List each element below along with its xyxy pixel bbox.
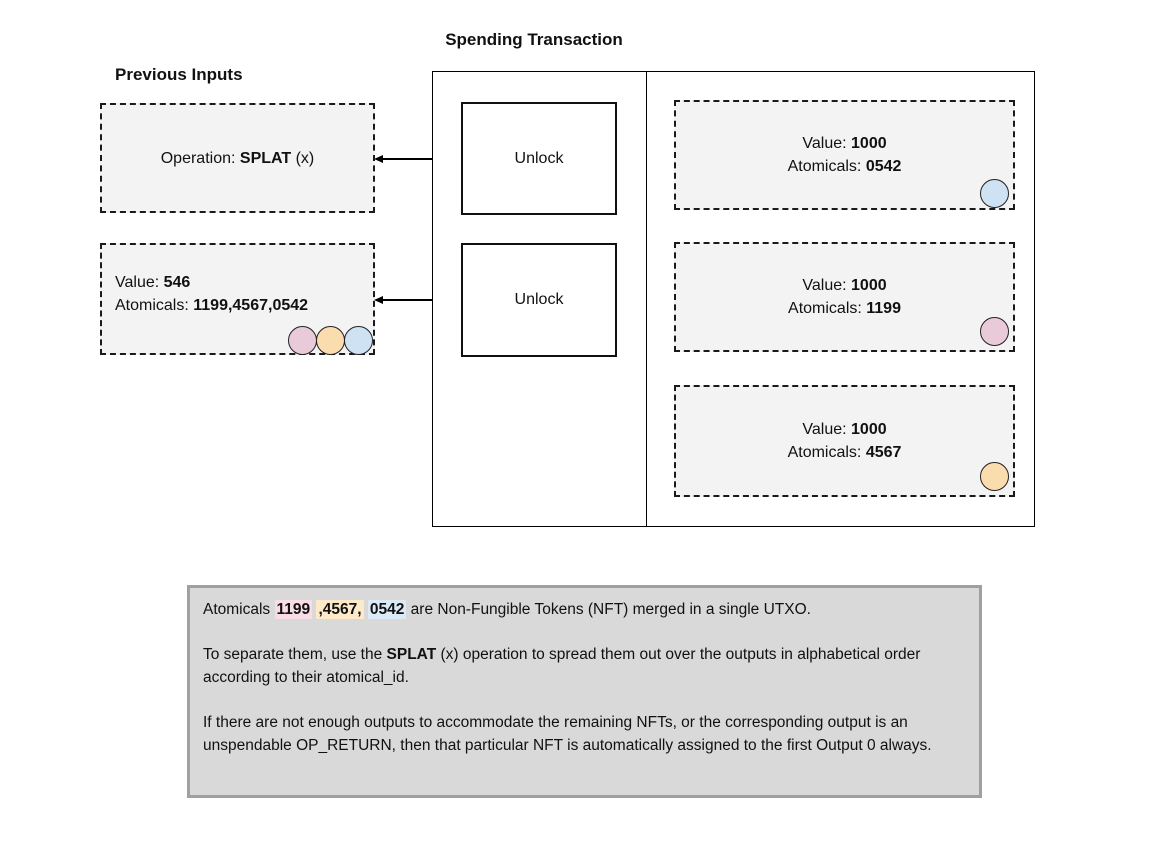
atomicals-numbers: 1199,4567,0542 <box>193 297 309 314</box>
output-box-1: Value: 1000 Atomicals: 0542 <box>674 100 1015 210</box>
note-paragraph-1: Atomicals 1199 ,4567, 0542 are Non-Fungi… <box>203 598 966 621</box>
output-box-3: Value: 1000 Atomicals: 4567 <box>674 385 1015 497</box>
atomicals-label: Atomicals: <box>115 297 194 314</box>
unlock-box-1: Unlock <box>461 102 617 215</box>
output-atomicals-line: Atomicals: 4567 <box>788 441 902 464</box>
atomical-0542-highlight: 0542 <box>367 600 407 619</box>
atomicals-label: Atomicals: <box>787 158 866 175</box>
atomicals-label: Atomicals: <box>787 444 866 461</box>
atomicals-number: 1199 <box>866 300 901 317</box>
note-box: Atomicals 1199 ,4567, 0542 are Non-Fungi… <box>187 585 982 798</box>
atomical-4567-highlight: ,4567, <box>316 600 364 619</box>
atomical-1199-highlight: 1199 <box>274 600 313 619</box>
atomical-4567-dot-icon <box>316 326 345 355</box>
output-value-line: Value: 1000 <box>788 418 902 441</box>
arrow-line <box>380 158 461 160</box>
operation-suffix: (x) <box>291 149 315 167</box>
arrow-head-icon <box>374 154 383 163</box>
input-value-text: Value: 546 Atomicals: 1199,4567,0542 <box>115 271 308 317</box>
output-box-2: Value: 1000 Atomicals: 1199 <box>674 242 1015 352</box>
diagram-title: Spending Transaction <box>445 30 623 49</box>
note-text: (x) operation to spread them out over th… <box>203 646 921 686</box>
note-text: are Non-Fungible Tokens (NFT) merged in … <box>406 601 811 618</box>
value-number: 1000 <box>851 135 887 152</box>
output-value-line: Value: 1000 <box>788 132 902 155</box>
value-number: 1000 <box>851 421 887 438</box>
splat-operation-text: SPLAT <box>386 646 437 663</box>
input-operation-box: Operation: SPLAT (x) <box>100 103 375 213</box>
atomical-0542-dot-icon <box>344 326 373 355</box>
output-text: Value: 1000 Atomicals: 1199 <box>788 274 901 320</box>
unlock-label: Unlock <box>514 149 564 167</box>
atomicals-number: 4567 <box>865 444 902 461</box>
operation-name: SPLAT <box>239 149 292 167</box>
arrow-head-icon <box>374 295 383 304</box>
value-number: 1000 <box>851 277 887 294</box>
atomicals-number: 0542 <box>865 158 902 175</box>
output-value-line: Value: 1000 <box>788 274 901 297</box>
note-text: To separate them, use the <box>203 646 387 663</box>
output-text: Value: 1000 Atomicals: 4567 <box>788 418 902 464</box>
operation-prefix: Operation: <box>160 149 240 167</box>
atomical-1199-dot-icon <box>980 317 1009 346</box>
value-label: Value: <box>802 277 852 294</box>
input-atomicals-line: Atomicals: 1199,4567,0542 <box>115 294 308 317</box>
note-paragraph-3: If there are not enough outputs to accom… <box>203 714 932 754</box>
output-atomicals-line: Atomicals: 1199 <box>788 297 901 320</box>
value-label: Value: <box>802 135 852 152</box>
output-atomicals-line: Atomicals: 0542 <box>788 155 902 178</box>
note-paragraph-2: To separate them, use the SPLAT (x) oper… <box>203 643 966 689</box>
operation-text: Operation: SPLAT (x) <box>161 147 315 170</box>
output-text: Value: 1000 Atomicals: 0542 <box>788 132 902 178</box>
atomical-1199-dot-icon <box>288 326 317 355</box>
unlock-box-2: Unlock <box>461 243 617 357</box>
transaction-divider <box>646 71 647 527</box>
input-value-line: Value: 546 <box>115 271 308 294</box>
arrow-line <box>380 299 461 301</box>
input-value-box: Value: 546 Atomicals: 1199,4567,0542 <box>100 243 375 355</box>
atomicals-label: Atomicals: <box>788 300 867 317</box>
value-label: Value: <box>115 274 164 291</box>
atomical-4567-dot-icon <box>980 462 1009 491</box>
value-number: 546 <box>163 274 191 291</box>
atomical-0542-dot-icon <box>980 179 1009 208</box>
unlock-label: Unlock <box>514 291 564 308</box>
value-label: Value: <box>802 421 852 438</box>
note-text: Atomicals <box>203 601 275 618</box>
previous-inputs-label: Previous Inputs <box>115 65 243 84</box>
